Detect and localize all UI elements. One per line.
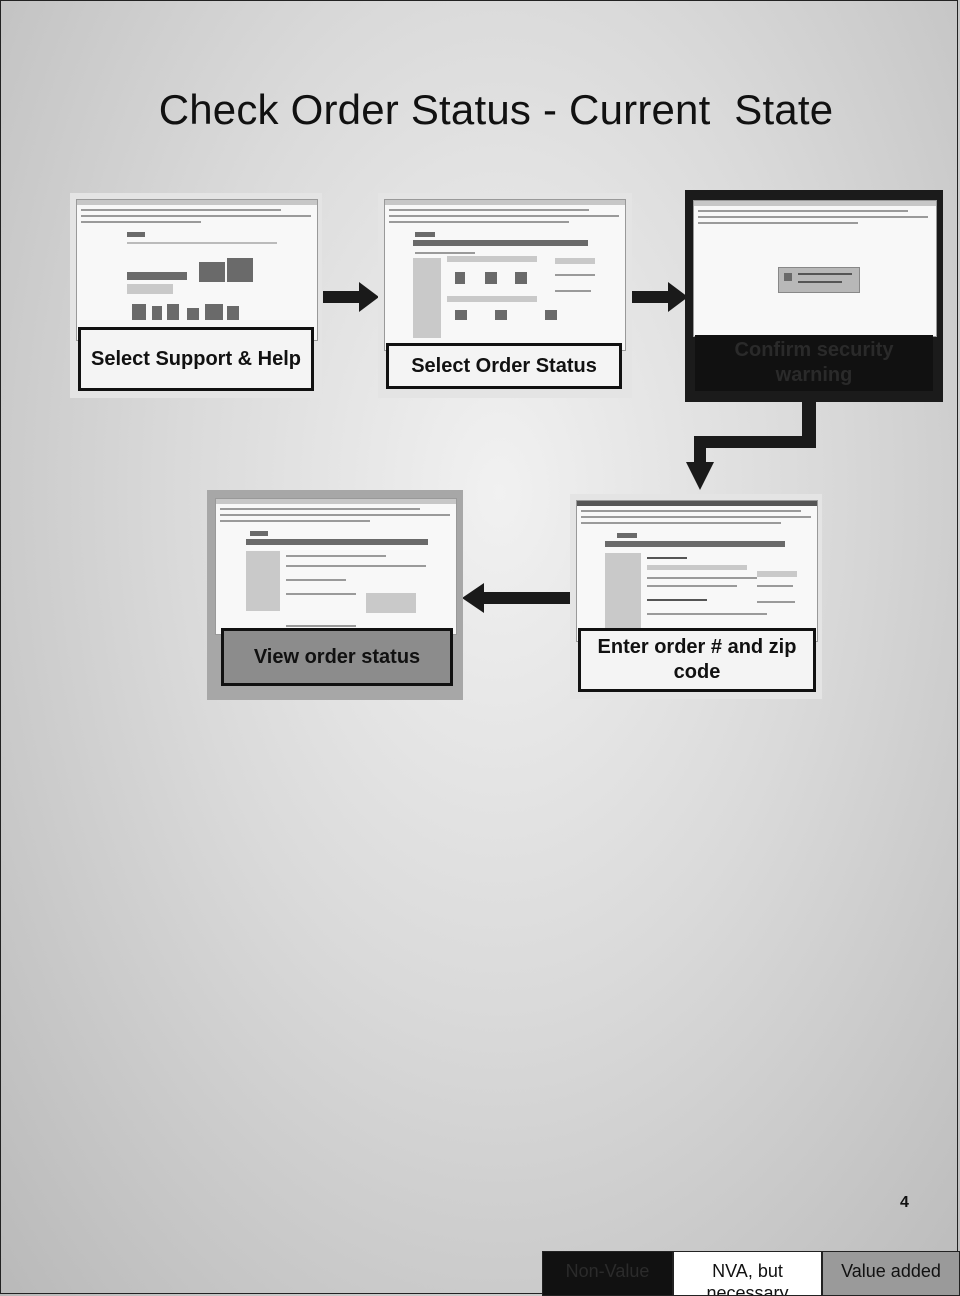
legend-non-value: Non-Value [542,1251,673,1296]
screenshot-thumbnail [215,498,457,635]
step-card-order-status: Select Order Status [378,193,632,398]
step-label-enter-order: Enter order # and zip code [578,628,816,692]
legend-value-added: Value added [822,1251,960,1296]
screenshot-thumbnail [76,199,318,341]
arrow-down-icon [686,400,816,490]
step-label-security-warning: Confirm security warning [695,335,933,391]
arrow-right-icon [632,282,688,312]
step-label-view-status: View order status [221,628,453,686]
step-card-enter-order: Enter order # and zip code [570,494,822,699]
legend-label: Non-Value [565,1261,650,1281]
screenshot-thumbnail [576,500,818,642]
screenshot-thumbnail [693,200,937,337]
step-card-security-warning: Confirm security warning [685,190,943,402]
arrow-left-icon [462,583,570,613]
legend-nva-necessary: NVA, but necessary [673,1251,822,1296]
legend-label: NVA, but necessary [706,1261,789,1296]
step-card-support-help: Select Support & Help [70,193,322,398]
step-card-view-status: View order status [207,490,463,700]
arrow-right-icon [323,282,379,312]
step-label-support-help: Select Support & Help [78,327,314,391]
legend-label: Value added [841,1261,941,1281]
step-label-order-status: Select Order Status [386,343,622,389]
screenshot-thumbnail [384,199,626,351]
page-number: 4 [900,1194,909,1211]
slide-title: Check Order Status - Current State [158,86,834,133]
